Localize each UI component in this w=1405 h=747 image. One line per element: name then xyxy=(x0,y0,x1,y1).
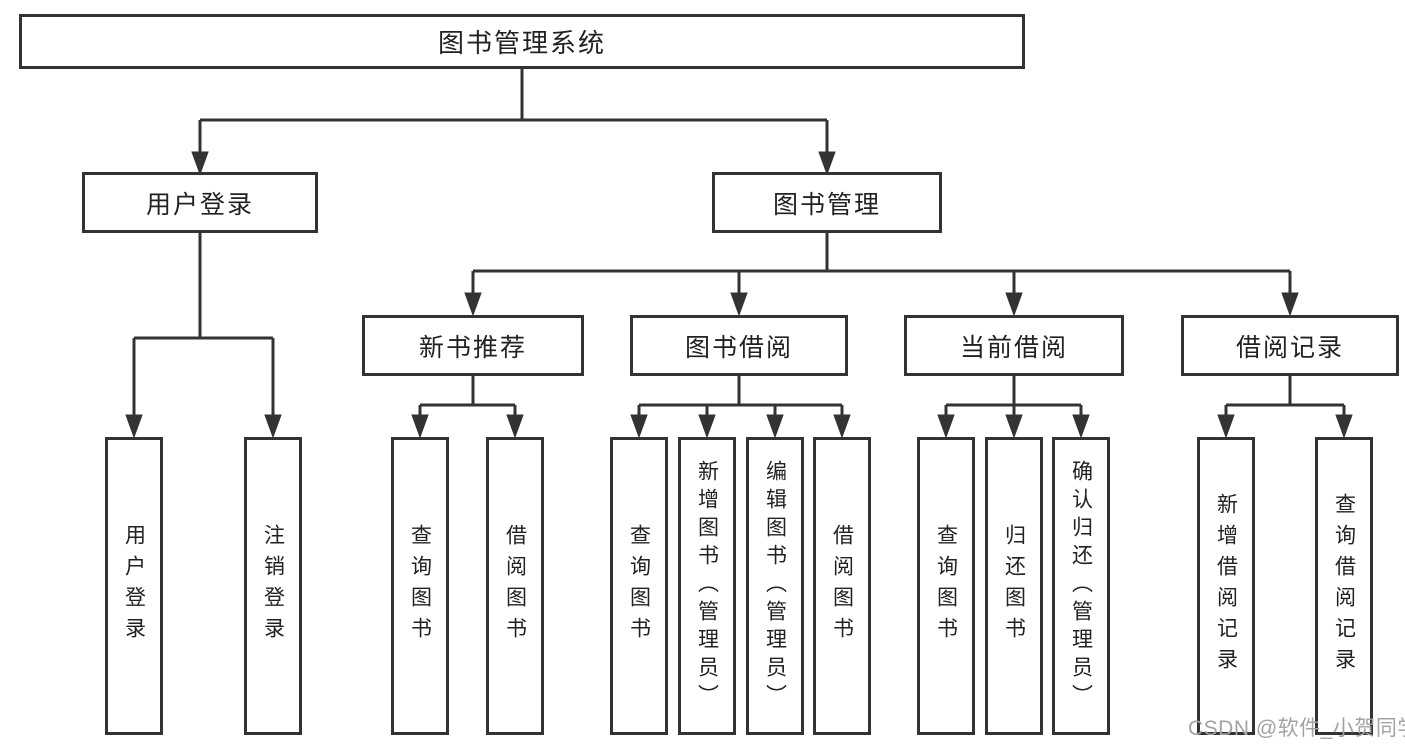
node-new-book-recommend: 新书推荐 xyxy=(362,315,584,376)
connector-book-management-to-level3 xyxy=(464,233,1299,317)
connector-user-login-to-leaves xyxy=(125,233,282,439)
node-leaf-query-books-3: 查询图书 xyxy=(917,437,975,735)
node-leaf-add-book-admin: 新增图书（管理员） xyxy=(678,437,736,735)
node-leaf-borrow-books-1: 借阅图书 xyxy=(486,437,544,735)
node-book-borrowing: 图书借阅 xyxy=(630,315,848,376)
node-leaf-confirm-return-admin: 确认归还（管理员） xyxy=(1052,437,1110,735)
node-book-management: 图书管理 xyxy=(712,172,942,233)
node-current-borrowing: 当前借阅 xyxy=(904,315,1124,376)
node-leaf-add-borrow-record: 新增借阅记录 xyxy=(1197,437,1255,735)
connector-root-to-level2 xyxy=(191,69,836,176)
connector-book-borrow-to-leaves xyxy=(630,376,851,439)
node-leaf-query-books-2: 查询图书 xyxy=(610,437,668,735)
node-leaf-borrow-books-2: 借阅图书 xyxy=(813,437,871,735)
csdn-watermark: CSDN @软件_小贺同学 xyxy=(1188,717,1405,740)
node-leaf-query-books-1: 查询图书 xyxy=(391,437,449,735)
connector-current-borrow-to-leaves xyxy=(937,376,1090,439)
node-leaf-logout: 注销登录 xyxy=(244,437,302,735)
node-user-login: 用户登录 xyxy=(82,172,318,233)
connector-new-book-to-leaves xyxy=(411,376,524,439)
node-leaf-query-borrow-record: 查询借阅记录 xyxy=(1315,437,1373,735)
node-leaf-user-login: 用户登录 xyxy=(105,437,163,735)
connector-borrow-record-to-leaves xyxy=(1217,376,1353,439)
node-library-system: 图书管理系统 xyxy=(19,14,1025,69)
node-leaf-edit-book-admin: 编辑图书（管理员） xyxy=(746,437,804,735)
node-leaf-return-book: 归还图书 xyxy=(985,437,1043,735)
node-borrowing-records: 借阅记录 xyxy=(1181,315,1399,376)
